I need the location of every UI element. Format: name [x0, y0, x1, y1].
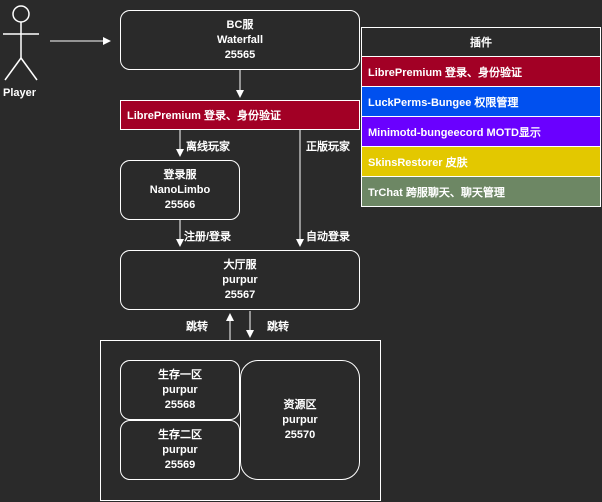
- auth-plugin-bar: LibrePremium 登录、身份验证: [120, 100, 360, 130]
- lobby-server-title: 大厅服: [223, 258, 257, 271]
- plugin-item-luckperms: LuckPerms-Bungee 权限管理: [361, 87, 601, 117]
- edge-label-online: 正版玩家: [306, 141, 350, 153]
- bc-server-node: BC服 Waterfall 25565: [120, 10, 360, 70]
- survival2-title: 生存二区: [158, 428, 202, 441]
- plugin-item-trchat: TrChat 跨服聊天、聊天管理: [361, 177, 601, 207]
- resource-port: 25570: [284, 428, 316, 441]
- bc-server-title: BC服: [226, 18, 254, 31]
- plugin-item-minimotd: Minimotd-bungeecord MOTD显示: [361, 117, 601, 147]
- survival2-server-node: 生存二区 purpur 25569: [120, 420, 240, 480]
- subserver-group: [100, 340, 381, 501]
- login-server-software: NanoLimbo: [149, 183, 211, 196]
- survival1-software: purpur: [162, 383, 198, 396]
- edge-label-auto-login: 自动登录: [306, 231, 350, 243]
- player-label: Player: [3, 87, 37, 99]
- lobby-server-node: 大厅服 purpur 25567: [120, 250, 360, 310]
- bc-server-software: Waterfall: [216, 33, 264, 46]
- edge-label-register: 注册/登录: [184, 231, 232, 243]
- survival1-port: 25568: [164, 398, 196, 411]
- plugin-item-skinsrestorer: SkinsRestorer 皮肤: [361, 147, 601, 177]
- plugin-item-label: LibrePremium 登录、身份验证: [368, 66, 523, 79]
- login-server-port: 25566: [164, 198, 196, 211]
- survival2-port: 25569: [164, 458, 196, 471]
- resource-title: 资源区: [283, 398, 317, 411]
- resource-software: purpur: [282, 413, 318, 426]
- edge-label-jump-up: 跳转: [186, 321, 208, 333]
- plugin-list-header: 插件: [361, 27, 601, 57]
- plugin-item-librepremium: LibrePremium 登录、身份验证: [361, 57, 601, 87]
- lobby-server-software: purpur: [222, 273, 258, 286]
- plugin-item-label: TrChat 跨服聊天、聊天管理: [368, 186, 505, 199]
- survival1-title: 生存一区: [158, 368, 202, 381]
- survival2-software: purpur: [162, 443, 198, 456]
- resource-server-node: 资源区 purpur 25570: [240, 360, 360, 480]
- plugin-list-panel: 插件 LibrePremium 登录、身份验证 LuckPerms-Bungee…: [361, 27, 601, 207]
- plugin-item-label: Minimotd-bungeecord MOTD显示: [368, 126, 541, 139]
- auth-plugin-label: LibrePremium 登录、身份验证: [127, 110, 282, 122]
- plugin-item-label: SkinsRestorer 皮肤: [368, 156, 468, 169]
- lobby-server-port: 25567: [224, 288, 256, 301]
- survival1-server-node: 生存一区 purpur 25568: [120, 360, 240, 420]
- login-server-title: 登录服: [163, 168, 197, 181]
- edge-label-offline: 离线玩家: [186, 141, 230, 153]
- player-icon: [3, 5, 39, 81]
- login-server-node: 登录服 NanoLimbo 25566: [120, 160, 240, 220]
- plugin-item-label: LuckPerms-Bungee 权限管理: [368, 96, 519, 109]
- bc-server-port: 25565: [224, 48, 256, 61]
- edge-label-jump-down: 跳转: [267, 321, 289, 333]
